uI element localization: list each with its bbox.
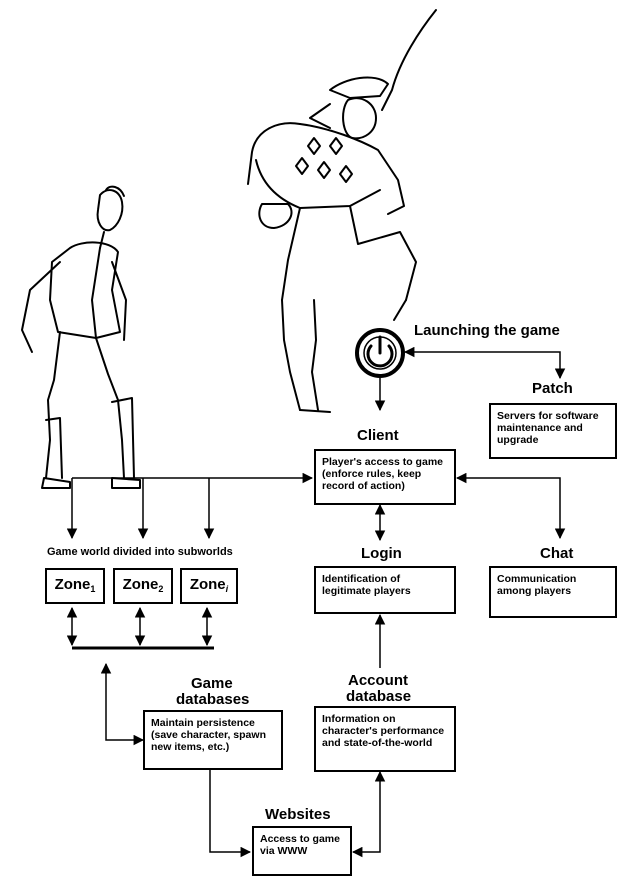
patch-description: Servers for software maintenance and upg…	[497, 410, 599, 446]
login-description: Identification of legitimate players	[322, 573, 411, 597]
patch-box: Servers for software maintenance and upg…	[489, 403, 617, 459]
game-world-title: Game world divided into subworlds	[47, 546, 233, 558]
zone-i-subscript: i	[225, 584, 229, 594]
zone-1-subscript: 1	[90, 584, 96, 594]
account-database-title-line1: Account	[348, 672, 408, 689]
zone-i-label: Zone	[189, 576, 226, 593]
game-databases-title-line2: databases	[176, 691, 250, 708]
patch-title: Patch	[532, 380, 573, 397]
chat-box: Communication among players	[489, 566, 617, 618]
account-database-box: Information on character's performance a…	[314, 706, 456, 772]
websites-title: Websites	[265, 806, 331, 823]
connector-lines	[66, 346, 566, 858]
zone-i-box: Zonei	[180, 568, 238, 604]
zone-1-label: Zone	[54, 576, 91, 593]
game-databases-title-line1: Game	[191, 675, 233, 692]
power-button-icon[interactable]	[355, 328, 405, 378]
websites-box: Access to game via WWW	[252, 826, 352, 876]
chat-title: Chat	[540, 545, 574, 562]
login-box: Identification of legitimate players	[314, 566, 456, 614]
zone-2-box: Zone2	[113, 568, 173, 604]
zone-2-subscript: 2	[158, 584, 164, 594]
account-database-title-line2: database	[346, 688, 412, 705]
zone-1-box: Zone1	[45, 568, 105, 604]
launching-the-game-title: Launching the game	[414, 322, 560, 339]
websites-description: Access to game via WWW	[260, 833, 340, 857]
game-databases-box: Maintain persistence (save character, sp…	[143, 710, 283, 770]
login-title: Login	[361, 545, 402, 562]
client-description: Player's access to game (enforce rules, …	[322, 456, 443, 492]
zone-2-label: Zone	[122, 576, 159, 593]
account-database-description: Information on character's performance a…	[322, 713, 445, 749]
client-box: Player's access to game (enforce rules, …	[314, 449, 456, 505]
game-databases-description: Maintain persistence (save character, sp…	[151, 717, 266, 753]
walking-man-figure	[21, 185, 141, 489]
client-title: Client	[357, 427, 399, 444]
chat-description: Communication among players	[497, 573, 577, 597]
jester-figure	[247, 9, 437, 413]
